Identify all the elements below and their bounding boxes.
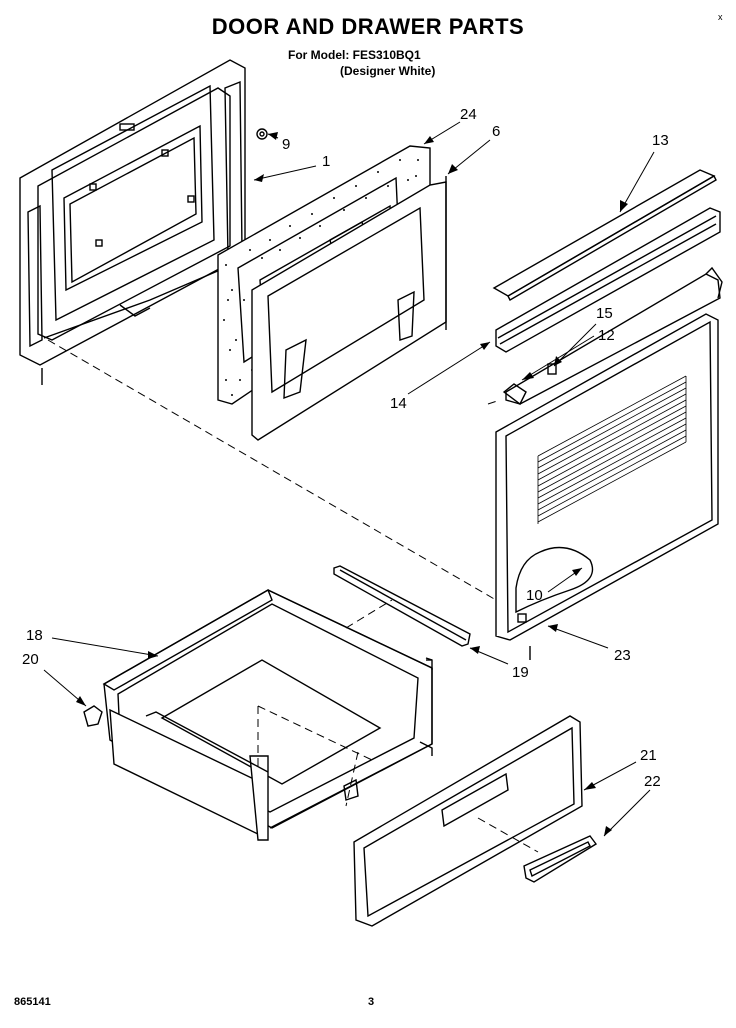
drawer-handle [523,835,598,883]
callout-6: 6 [492,123,500,140]
callout-labels: 1 6 9 10 12 13 14 15 18 19 20 21 22 23 2… [22,106,669,790]
page-number: 3 [368,996,375,1008]
callout-18: 18 [26,627,43,644]
callout-1: 1 [322,153,330,170]
color-line: (Designer White) [340,64,436,78]
outer-door-frame [19,59,246,385]
alignment-lines [47,339,539,853]
bracket-bar [502,266,723,406]
vent-strip [495,207,721,353]
drawer-slide [333,565,471,647]
drawer-box [102,588,433,841]
callout-24: 24 [460,106,477,123]
callout-20: 20 [22,651,39,668]
callout-19: 19 [512,664,529,681]
callout-22: 22 [644,773,661,790]
callout-21: 21 [640,747,657,764]
leader-arrowheads [76,132,628,836]
drawer-front [353,715,583,927]
callout-9: 9 [282,136,290,153]
model-info: For Model: FES310BQ1 (Designer White) [288,47,435,79]
callout-13: 13 [652,132,669,149]
callout-23: 23 [614,647,631,664]
page-title: DOOR AND DRAWER PARTS [211,14,525,39]
model-line: For Model: FES310BQ1 [288,48,421,62]
door-screw [256,128,268,140]
callout-12: 12 [598,327,615,344]
diagram-code: 865141 [14,996,51,1008]
vent-trim [492,169,717,301]
outer-door-panel [495,313,719,660]
callout-14: 14 [390,395,407,412]
inner-door-panel [251,176,447,441]
drawer-clip [83,705,103,727]
corner-mark: x [718,12,723,22]
callout-15: 15 [596,305,613,322]
callout-10: 10 [526,587,543,604]
